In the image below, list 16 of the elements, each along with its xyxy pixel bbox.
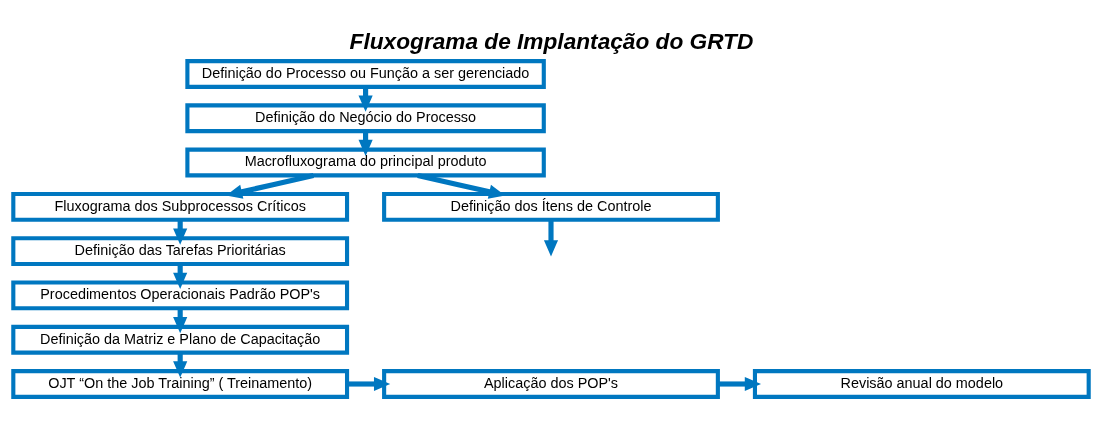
node-box: Definição do Processo ou Função a ser gerenciado bbox=[185, 59, 546, 89]
node-box: Definição das Tarefas Prioritárias bbox=[11, 236, 350, 267]
node-box: Definição do Negócio do Processo bbox=[185, 103, 546, 134]
arrow bbox=[543, 219, 559, 257]
node-box: Aplicação dos POP's bbox=[382, 369, 720, 399]
node-box: Macrofluxograma do principal produto bbox=[185, 147, 546, 178]
node-box: Fluxograma dos Subprocessos Críticos bbox=[11, 191, 350, 222]
arrow bbox=[717, 376, 761, 392]
node-box: Definição dos Ítens de Controle bbox=[382, 191, 720, 222]
node-box: Revisão anual do modelo bbox=[752, 369, 1091, 399]
arrow bbox=[347, 376, 391, 392]
node-box: Procedimentos Operacionais Padrão POP's bbox=[11, 280, 350, 311]
node-box: OJT “On the Job Training” ( Treinamento) bbox=[11, 369, 350, 399]
diagram-title: Fluxograma de Implantação do GRTD bbox=[349, 28, 754, 55]
arrow bbox=[226, 172, 315, 199]
node-box: Definição da Matriz e Plano de Capacitação bbox=[11, 324, 350, 355]
